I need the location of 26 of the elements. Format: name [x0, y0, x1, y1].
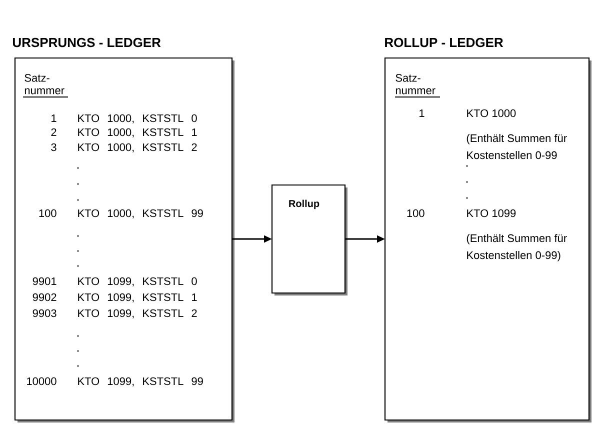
record-number: 3: [51, 143, 56, 152]
account-entry: KTO 1000: [467, 109, 516, 118]
account-entry: KTO 1099, KSTSTL 1: [78, 293, 197, 302]
column-heading: Satz- nummer: [24, 74, 64, 94]
account-entry: KTO 1099, KSTSTL 2: [78, 309, 197, 318]
record-number: 1: [420, 109, 424, 117]
account-entry: KTO 1099, KSTSTL 0: [78, 277, 197, 286]
account-entry: KTO 1000, KSTSTL 99: [78, 209, 203, 218]
record-number: 1: [52, 114, 56, 122]
record-number: 100: [39, 209, 56, 218]
record-number: 9902: [32, 293, 56, 302]
account-entry: KTO 1000, KSTSTL 2: [78, 143, 197, 152]
note-text: (Enthält Summen für Kostenstellen 0-99): [466, 234, 567, 262]
column-heading: Satz- nummer: [396, 74, 436, 94]
record-number: 2: [51, 128, 56, 136]
heading: ROLLUP - LEDGER: [385, 38, 504, 48]
note-text: (Enthält Summen für Kostenstellen 0-99: [466, 134, 567, 160]
record-number: 100: [407, 209, 424, 218]
account-entry: KTO 1099, KSTSTL 99: [78, 377, 203, 386]
heading: URSPRUNGS - LEDGER: [12, 38, 161, 48]
record-number: 9903: [32, 309, 56, 318]
record-number: 9901: [32, 277, 56, 286]
account-entry: KTO 1000, KSTSTL 1: [78, 128, 197, 138]
account-entry: KTO 1099: [467, 209, 516, 218]
record-number: 10000: [27, 377, 56, 386]
account-entry: KTO 1000, KSTSTL 0: [78, 114, 197, 124]
